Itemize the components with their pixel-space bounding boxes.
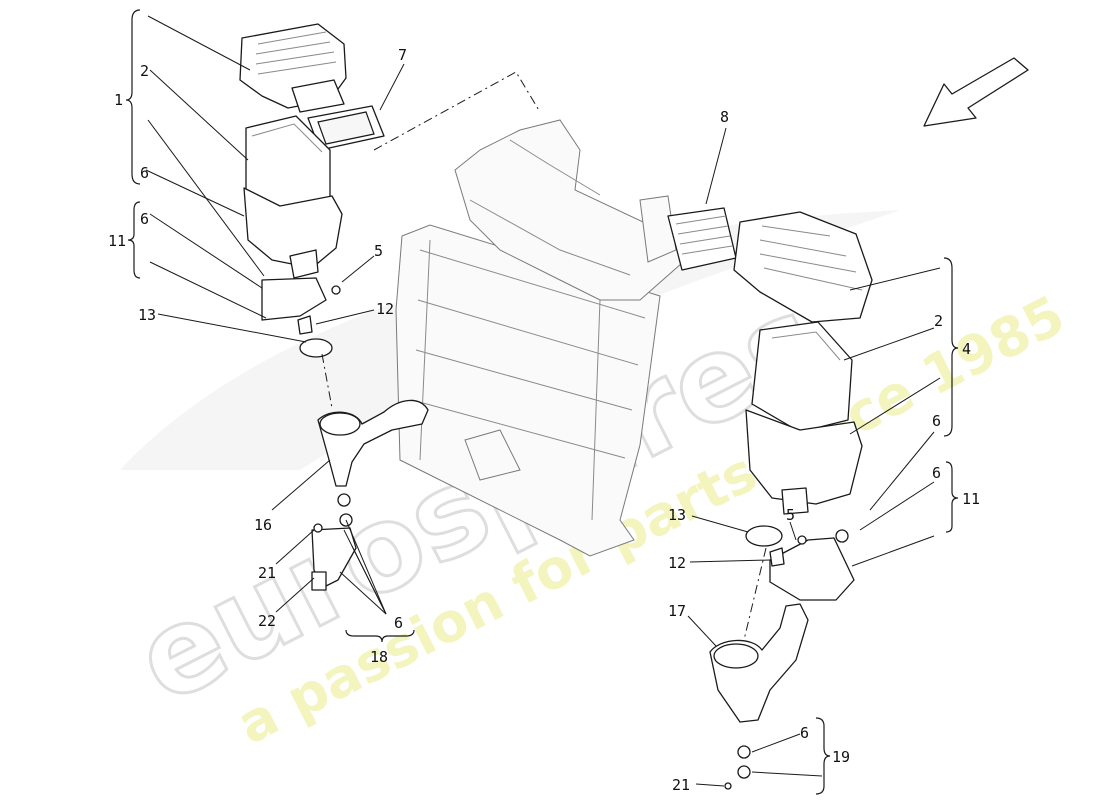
callout-4: 4 bbox=[962, 340, 971, 358]
left-airbox-lower bbox=[243, 187, 343, 358]
callout-6-upper-left: 6 bbox=[140, 164, 149, 182]
callout-5-left: 5 bbox=[374, 242, 383, 260]
brace-11-right bbox=[945, 461, 959, 533]
callout-7: 7 bbox=[398, 46, 407, 64]
callout-6-upper-right: 6 bbox=[932, 412, 941, 430]
right-airbox-cover bbox=[733, 211, 873, 323]
callout-2-right: 2 bbox=[934, 312, 943, 330]
callout-6-left: 6 bbox=[140, 210, 149, 228]
callout-18: 18 bbox=[370, 648, 388, 666]
group-braces bbox=[125, 9, 959, 795]
callout-1: 1 bbox=[114, 91, 123, 109]
brace-19 bbox=[815, 717, 831, 795]
callout-21-right: 21 bbox=[672, 776, 690, 794]
callout-6-right: 6 bbox=[932, 464, 941, 482]
brace-18 bbox=[345, 629, 415, 643]
callout-2-left: 2 bbox=[140, 62, 149, 80]
callout-13-left: 13 bbox=[138, 306, 156, 324]
alignment-lines bbox=[321, 71, 767, 641]
callout-5-right: 5 bbox=[786, 506, 795, 524]
callout-22: 22 bbox=[258, 612, 276, 630]
leader-lines bbox=[145, 15, 941, 787]
direction-arrow bbox=[923, 57, 1029, 127]
left-intake-pipe bbox=[317, 399, 429, 527]
callout-17: 17 bbox=[668, 602, 686, 620]
right-filter-element bbox=[751, 321, 853, 433]
left-airbox-cover bbox=[239, 23, 347, 113]
callout-6-bottom-right: 6 bbox=[800, 724, 809, 742]
brace-1 bbox=[125, 9, 141, 185]
callout-8: 8 bbox=[720, 108, 729, 126]
callout-6-lower-left: 6 bbox=[394, 614, 403, 632]
callout-21-left: 21 bbox=[258, 564, 276, 582]
callout-12-left: 12 bbox=[376, 300, 394, 318]
callout-19: 19 bbox=[832, 748, 850, 766]
left-intake-duct bbox=[307, 105, 385, 151]
brace-4 bbox=[943, 257, 959, 437]
background-cooling-assembly bbox=[395, 119, 691, 557]
callout-labels: 1 2 7 6 6 11 5 12 13 16 21 22 6 18 8 2 4… bbox=[108, 46, 980, 794]
right-airbox-lower bbox=[745, 409, 863, 601]
callout-13-right: 13 bbox=[668, 506, 686, 524]
callout-16: 16 bbox=[254, 516, 272, 534]
right-intake-pipe bbox=[709, 603, 809, 790]
callout-11-left: 11 bbox=[108, 232, 126, 250]
callout-11-right: 11 bbox=[962, 490, 980, 508]
left-bracket-hardware bbox=[311, 523, 357, 591]
brace-11-left bbox=[127, 201, 141, 279]
callout-12-right: 12 bbox=[668, 554, 686, 572]
